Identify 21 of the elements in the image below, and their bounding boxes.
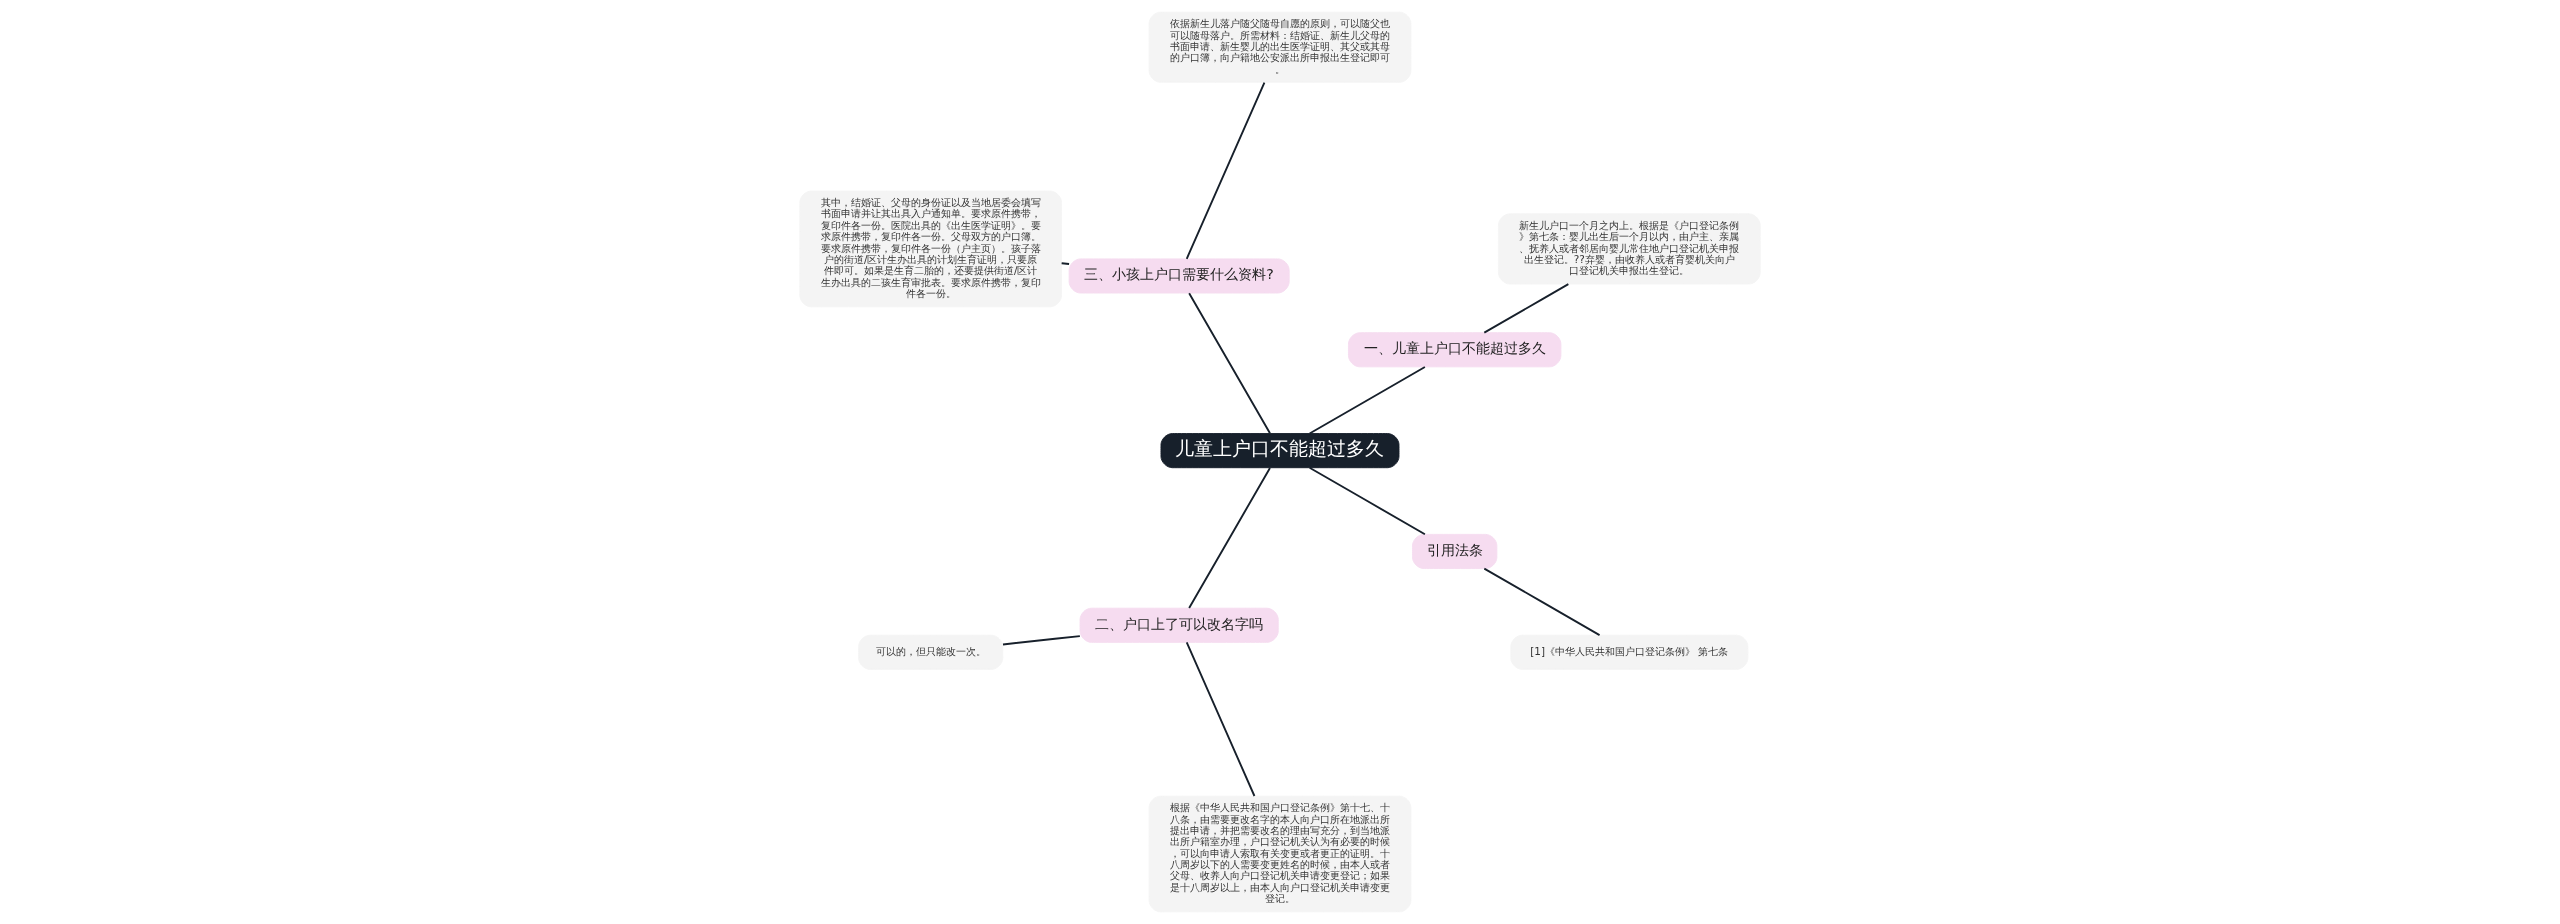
connector xyxy=(1483,283,1570,334)
connector xyxy=(1188,292,1271,435)
node-box: 儿童上户口不能超过多久 xyxy=(1160,433,1400,469)
connector xyxy=(1483,567,1601,637)
node-box: 新生儿户口一个月之内上。根据是《户口登记条例》第七条：婴儿出生后一个月以内，由户主、亲属、抚养人或者邻居向婴儿常住地户口登记机关申报出生登记。??弃婴，由收养人或者育婴机关向户口登记机关申报出生登记。 xyxy=(1498,213,1761,285)
node-box: 二、户口上了可以改名字吗 xyxy=(1079,607,1279,643)
node-box: 可以的，但只能改一次。 xyxy=(858,634,1004,670)
connector xyxy=(1185,81,1266,260)
node-box: 三、小孩上户口需要什么资料? xyxy=(1068,258,1290,294)
connector xyxy=(1060,262,1070,265)
node-box: [1]《中华人民共和国户口登记条例》 第七条 xyxy=(1510,634,1749,670)
node-box: 根据《中华人民共和国户口登记条例》第十七、十八条，由需要更改名字的本人向户口所在地派出所提出申请，并把需要改名的理由写充分，到当地派出所户籍室办理，户口登记机关认为有必要的时候，可以向申请人索取有关变更或者更正的证明。十八周岁以下的人需要变更姓名的时候，由本人或者父母、收养人向户口登记机关申请变更登记；如果是十八周岁以上，由本人向户口登记机关申请变更登记。 xyxy=(1148,795,1412,913)
connector xyxy=(1188,467,1271,609)
node-box: 依据新生儿落户随父随母自愿的原则，可以随父也可以随母落户。所需材料：结婚证、新生儿父母的书面申请、新生婴儿的出生医学证明、其父或其母的户口簿，向户籍地公安派出所申报出生登记即可。 xyxy=(1148,11,1412,83)
node-box: 一、儿童上户口不能超过多久 xyxy=(1348,332,1562,368)
connector xyxy=(1308,366,1426,435)
connector xyxy=(1308,466,1426,536)
connector xyxy=(1002,635,1081,646)
node-box: 引用法条 xyxy=(1412,533,1498,569)
connector xyxy=(1185,641,1256,797)
node-box: 其中，结婚证、父母的身份证以及当地居委会填写书面申请并让其出具入户通知单。要求原件携带，复印件各一份。医院出具的《出生医学证明》。要求原件携带，复印件各一份。父母双方的户口簿。要求原件携带，复印件各一份（户主页）。孩子落户的街道/区计生办出具的计划生育证明，只要原件即可。如果是生育二胎的，还要提供街道/区计生办出具的二孩生育审批表。要求原件携带，复印件各一份。 xyxy=(799,190,1062,308)
